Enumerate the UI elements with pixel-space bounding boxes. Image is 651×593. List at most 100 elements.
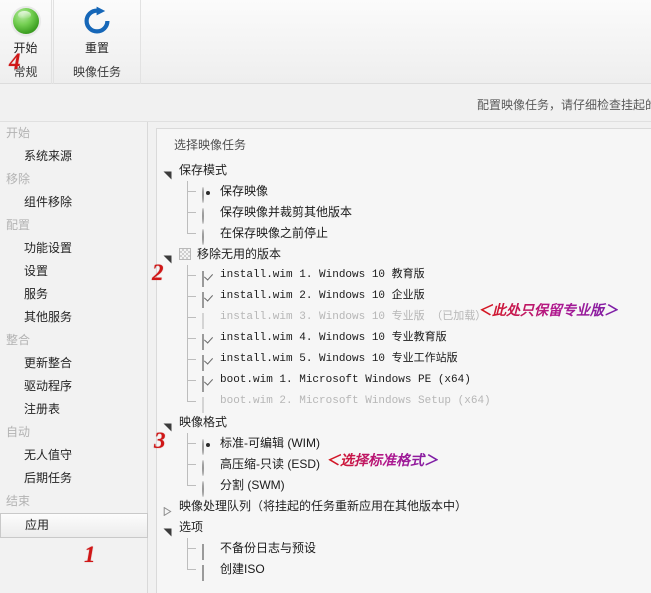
radio-button[interactable] [202, 479, 204, 500]
tree-group-label: 移除无用的版本 [197, 247, 282, 261]
tree-connector-line [187, 286, 201, 307]
start-button[interactable]: 开始 [0, 4, 51, 56]
tree-group-save_mode[interactable]: 保存模式 [157, 160, 651, 181]
tree-group-remove_editions[interactable]: 移除无用的版本 [157, 244, 651, 265]
tree-item-row[interactable]: install.wim 3. Windows 10 专业版 （已加载） [157, 307, 651, 329]
tree-connector-line [187, 181, 201, 202]
checkbox[interactable] [202, 269, 204, 290]
tree-item-row[interactable]: boot.wim 1. Microsoft Windows PE (x64) [157, 370, 651, 392]
sidebar-item-unattend[interactable]: 无人值守 [24, 448, 73, 462]
checkbox[interactable] [202, 353, 204, 374]
image-task-tree: 保存模式保存映像保存映像并裁剪其他版本在保存映像之前停止移除无用的版本 insta… [157, 160, 651, 581]
checkbox[interactable] [202, 542, 204, 563]
sidebar-item-system-source[interactable]: 系统来源 [24, 149, 73, 163]
ribbon-group-image-task-label: 映像任务 [72, 65, 121, 79]
tree-connector-line [187, 349, 201, 370]
sidebar-item-settings[interactable]: 设置 [24, 264, 49, 278]
sidebar-section-header: 移除 [6, 172, 31, 186]
tree-item-row[interactable]: boot.wim 2. Microsoft Windows Setup (x64… [157, 391, 651, 413]
sidebar-section-header: 配置 [6, 218, 31, 232]
checkbox[interactable] [202, 332, 204, 353]
tree-item-label: install.wim 5. Windows 10 专业工作站版 [220, 353, 458, 365]
tree-group-label: 保存模式 [179, 163, 228, 177]
sidebar-navigation: 开始系统来源移除组件移除配置功能设置设置服务其他服务整合更新整合驱动程序注册表自… [0, 122, 148, 593]
tree-item-label: boot.wim 1. Microsoft Windows PE (x64) [220, 374, 471, 386]
tree-connector-line [187, 265, 201, 286]
radio-button[interactable] [202, 437, 204, 458]
radio-button[interactable] [202, 185, 204, 206]
checkbox[interactable] [202, 374, 204, 395]
tree-connector-line [187, 559, 201, 580]
tree-item-row[interactable]: install.wim 5. Windows 10 专业工作站版 [157, 349, 651, 371]
tree-connector-line [187, 391, 201, 412]
tree-item-label: 保存映像 [220, 184, 269, 198]
tree-item-label: 在保存映像之前停止 [220, 226, 329, 240]
tree-group-checkbox-remove_editions[interactable] [179, 248, 191, 260]
checkbox[interactable] [202, 563, 204, 584]
tree-connector-line [187, 223, 201, 244]
sidebar-item-services[interactable]: 服务 [24, 287, 49, 301]
tree-connector-line [187, 454, 201, 475]
sidebar-section-header: 整合 [6, 333, 31, 347]
expanded-triangle-icon[interactable] [163, 418, 172, 439]
tree-item-row[interactable]: 在保存映像之前停止 [157, 223, 651, 245]
checkbox[interactable] [202, 311, 204, 332]
ribbon-group-general: 开始 常规 [0, 0, 52, 84]
tree-group-label: 映像处理队列（将挂起的任务重新应用在其他版本中） [179, 499, 468, 513]
tree-connector-line [187, 433, 201, 454]
tree-item-row[interactable]: 创建ISO [157, 559, 651, 581]
tree-item-label: boot.wim 2. Microsoft Windows Setup (x64… [220, 395, 491, 407]
tree-item-label: 高压缩-只读 (ESD) [220, 457, 320, 471]
expanded-triangle-icon[interactable] [163, 250, 172, 271]
sidebar-item-feature-settings[interactable]: 功能设置 [24, 241, 73, 255]
tree-item-row[interactable]: 分割 (SWM) [157, 475, 651, 497]
sidebar-item-component-removal[interactable]: 组件移除 [24, 195, 73, 209]
tree-group-process_queue[interactable]: 映像处理队列（将挂起的任务重新应用在其他版本中） [157, 496, 651, 517]
expanded-triangle-icon[interactable] [163, 523, 172, 544]
sidebar-item-other-services[interactable]: 其他服务 [24, 310, 73, 324]
tree-item-row[interactable]: 保存映像并裁剪其他版本 [157, 202, 651, 224]
radio-button[interactable] [202, 458, 204, 479]
sidebar-item-apply[interactable]: 应用 [0, 513, 148, 538]
tree-item-label: 标准-可编辑 (WIM) [220, 436, 320, 450]
ribbon-toolbar: 开始 常规 重置 映像任务 [0, 0, 651, 84]
radio-button[interactable] [202, 227, 204, 248]
tree-group-label: 映像格式 [179, 415, 228, 429]
tree-item-row[interactable]: 高压缩-只读 (ESD) [157, 454, 651, 476]
sidebar-section-header: 自动 [6, 425, 31, 439]
sidebar-item-post-tasks[interactable]: 后期任务 [24, 471, 73, 485]
tree-item-row[interactable]: 标准-可编辑 (WIM) [157, 433, 651, 455]
tree-item-row[interactable]: 保存映像 [157, 181, 651, 203]
checkbox[interactable] [202, 290, 204, 311]
panel-title: 选择映像任务 [174, 138, 247, 152]
tree-item-label: install.wim 1. Windows 10 教育版 [220, 269, 425, 281]
reset-circular-arrow-icon [54, 4, 140, 38]
tree-item-row[interactable]: install.wim 2. Windows 10 企业版 [157, 286, 651, 308]
tree-group-image_format[interactable]: 映像格式 [157, 412, 651, 433]
status-hint-text: 配置映像任务，请仔细检查挂起的 [476, 98, 651, 112]
sidebar-item-update-integration[interactable]: 更新整合 [24, 356, 73, 370]
sidebar-item-registry[interactable]: 注册表 [24, 402, 61, 416]
tree-item-row[interactable]: 不备份日志与预设 [157, 538, 651, 560]
radio-button[interactable] [202, 206, 204, 227]
expanded-triangle-icon[interactable] [163, 166, 172, 187]
tree-group-options[interactable]: 选项 [157, 517, 651, 538]
tree-connector-line [187, 328, 201, 349]
checkbox[interactable] [202, 395, 204, 416]
tree-item-row[interactable]: install.wim 1. Windows 10 教育版 [157, 265, 651, 287]
tree-item-label: install.wim 4. Windows 10 专业教育版 [220, 332, 447, 344]
tree-item-row[interactable]: install.wim 4. Windows 10 专业教育版 [157, 328, 651, 350]
tree-item-label: 创建ISO [220, 562, 265, 576]
ribbon-group-general-label: 常规 [13, 65, 38, 79]
tree-item-label: 分割 (SWM) [220, 478, 285, 492]
tree-item-label: 不备份日志与预设 [220, 541, 317, 555]
reset-button[interactable]: 重置 [54, 4, 140, 56]
sidebar-item-drivers[interactable]: 驱动程序 [24, 379, 73, 393]
tree-item-label: install.wim 2. Windows 10 企业版 [220, 290, 425, 302]
green-orb-start-icon [0, 4, 51, 38]
sidebar-section-header: 结束 [6, 494, 31, 508]
collapsed-triangle-icon[interactable] [163, 502, 172, 523]
tree-group-label: 选项 [179, 520, 204, 534]
tree-item-label: 保存映像并裁剪其他版本 [220, 205, 353, 219]
reset-button-label: 重置 [84, 41, 109, 55]
